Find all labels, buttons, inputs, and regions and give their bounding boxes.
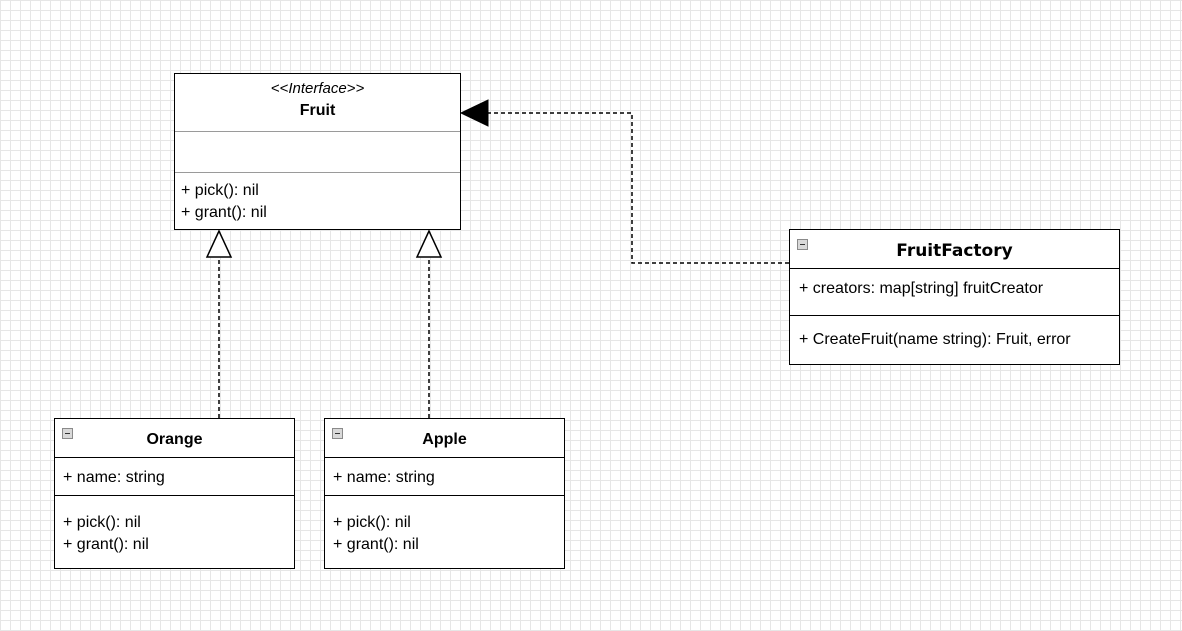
orange-divider-2	[55, 495, 294, 496]
fruit-interface-box[interactable]: <<Interface>> Fruit + pick(): nil + gran…	[174, 73, 461, 230]
apple-divider-2	[325, 495, 564, 496]
fruitfactory-operation-createfruit: + CreateFruit(name string): Fruit, error	[799, 331, 1071, 348]
apple-operation-grant: + grant(): nil	[333, 536, 419, 553]
orange-operation-grant: + grant(): nil	[63, 536, 149, 553]
fruit-operation-grant: + grant(): nil	[181, 204, 267, 221]
fruit-operation-pick: + pick(): nil	[181, 182, 259, 199]
factory-dependency-arrowhead	[459, 99, 489, 127]
fruit-divider-2	[175, 172, 460, 173]
fruit-divider-1	[175, 131, 460, 132]
orange-class-box[interactable]: Orange + name: string + pick(): nil + gr…	[54, 418, 295, 569]
orange-divider-1	[55, 457, 294, 458]
factory-dependency-line[interactable]	[488, 112, 789, 264]
fruitfactory-divider-1	[790, 268, 1119, 269]
apple-divider-1	[325, 457, 564, 458]
orange-operation-pick: + pick(): nil	[63, 514, 141, 531]
fruit-stereotype: <<Interface>>	[270, 80, 365, 97]
collapse-icon[interactable]	[62, 428, 73, 439]
apple-title: Apple	[422, 431, 467, 448]
orange-realization-arrowhead	[205, 229, 233, 258]
fruitfactory-attribute-creators: + creators: map[string] fruitCreator	[799, 280, 1044, 297]
orange-title: Orange	[146, 431, 203, 448]
apple-realization-arrowhead	[415, 229, 443, 258]
fruit-title: Fruit	[299, 102, 336, 119]
orange-attribute-name: + name: string	[63, 469, 165, 486]
fruitfactory-title: FruitFactory	[896, 241, 1013, 261]
apple-operation-pick: + pick(): nil	[333, 514, 411, 531]
fruitfactory-divider-2	[790, 315, 1119, 316]
apple-class-box[interactable]: Apple + name: string + pick(): nil + gra…	[324, 418, 565, 569]
apple-attribute-name: + name: string	[333, 469, 435, 486]
fruitfactory-class-box[interactable]: FruitFactory + creators: map[string] fru…	[789, 229, 1120, 365]
collapse-icon[interactable]	[797, 239, 808, 250]
collapse-icon[interactable]	[332, 428, 343, 439]
